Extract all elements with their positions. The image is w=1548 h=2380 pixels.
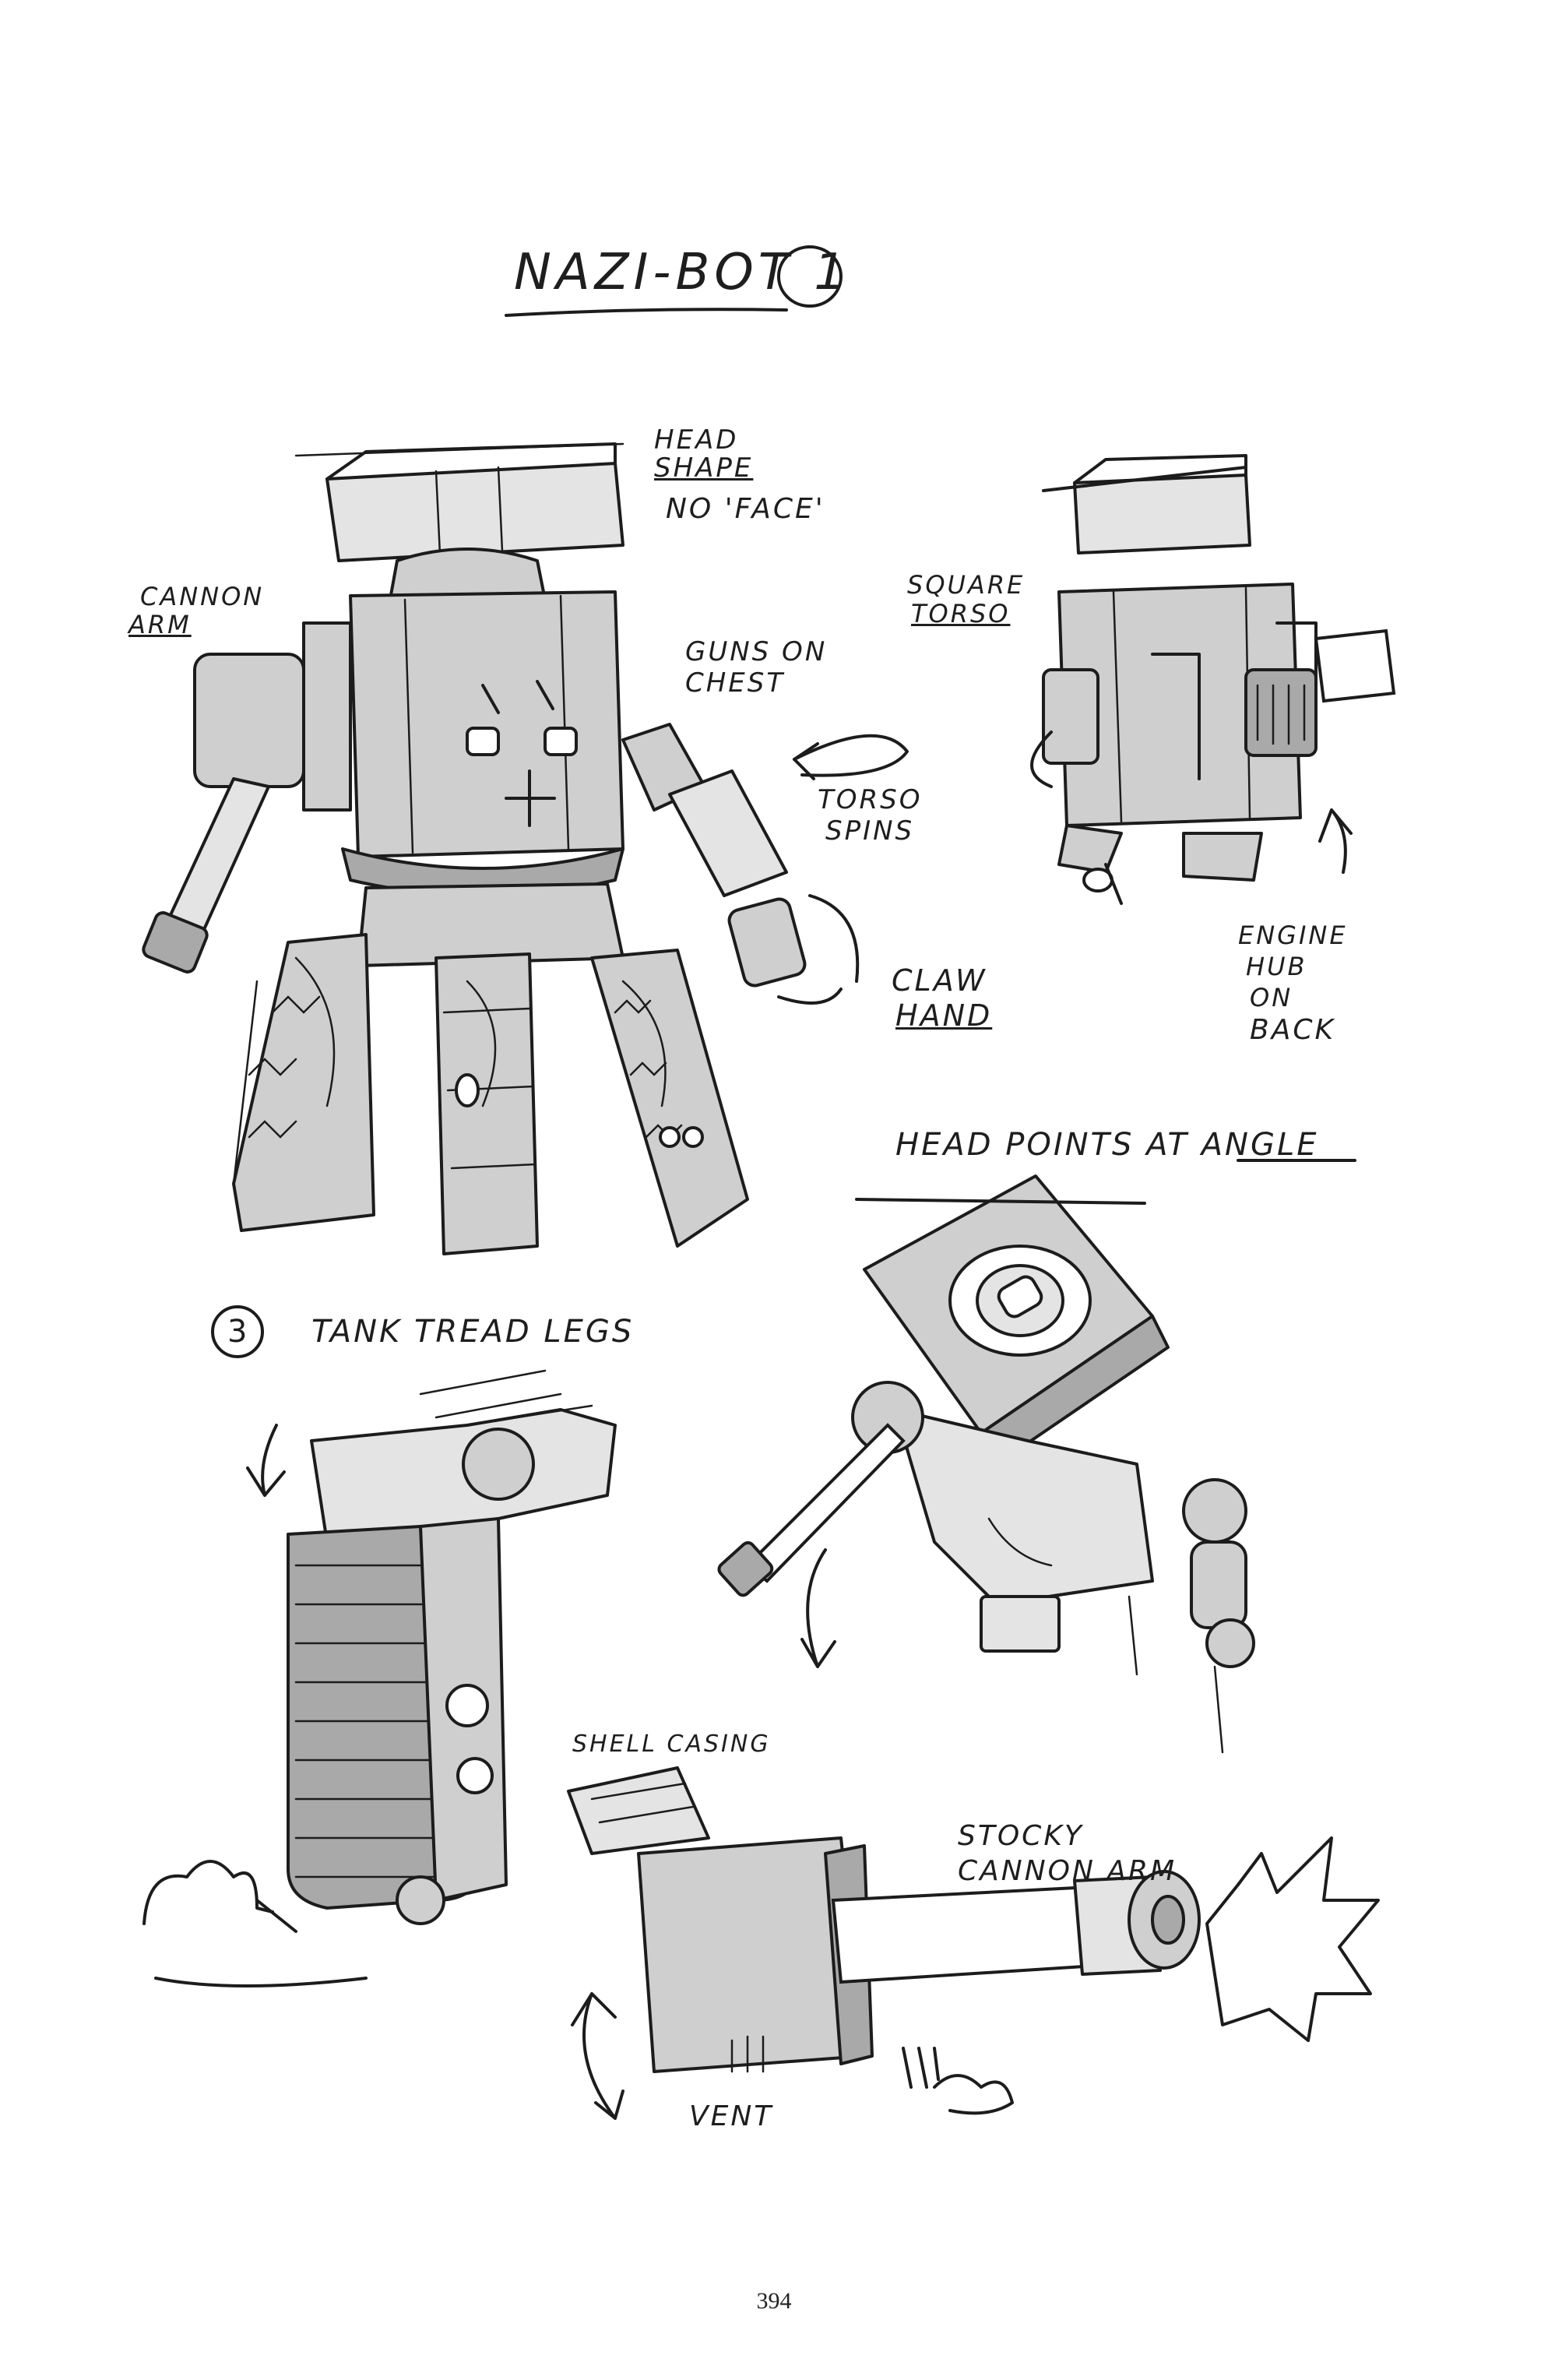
label-head-points-at-angle: HEAD POINTS AT ANGLE <box>895 1127 1319 1163</box>
label-cannon-arm-2: ARM <box>128 610 192 639</box>
title-underline <box>505 308 788 317</box>
label-no-face: NO 'FACE' <box>666 493 825 525</box>
label-engine-hub-3: ON <box>1250 983 1293 1012</box>
torso-spins-arrow <box>793 734 909 777</box>
label-stocky-cannon-2: CANNON ARM <box>958 1855 1177 1887</box>
label-claw-hand-2: HAND <box>895 998 993 1033</box>
label-engine-hub-4: BACK <box>1250 1014 1336 1046</box>
sketch-title: NAZI-BOT 1 <box>514 244 850 301</box>
tank-tread-leg-sketch <box>142 1408 617 1987</box>
label-torso-spins-1: TORSO <box>818 784 923 815</box>
label-engine-hub-1: ENGINE <box>1238 921 1348 950</box>
label-head-shape-2: SHAPE <box>654 452 754 484</box>
robot-front-view <box>142 442 860 1255</box>
page-number: 394 <box>756 2288 792 2314</box>
label-cannon-arm-1: CANNON <box>140 582 265 611</box>
view-number-circle <box>211 1305 264 1358</box>
label-view-number: 3 <box>227 1314 250 1350</box>
label-guns-on-chest-1: GUNS ON <box>685 636 828 667</box>
stocky-cannon-arm-sketch <box>567 1766 1380 2115</box>
engine-hub-arrow <box>1318 808 1353 874</box>
label-stocky-cannon-1: STOCKY <box>958 1820 1084 1852</box>
label-vent: VENT <box>689 2100 774 2132</box>
title-number-circle <box>777 245 843 308</box>
head-swing-arrow <box>800 1548 836 1668</box>
tread-down-arrow <box>246 1424 286 1497</box>
label-guns-on-chest-2: CHEST <box>685 667 786 699</box>
label-engine-hub-2: HUB <box>1246 952 1307 981</box>
label-square-torso-1: SQUARE <box>907 570 1026 600</box>
label-head-shape-1: HEAD <box>654 424 739 456</box>
cannon-rotate-arrow <box>571 1992 624 2120</box>
label-square-torso-2: TORSO <box>911 599 1011 628</box>
label-shell-casing: SHELL CASING <box>572 1730 771 1758</box>
label-claw-hand-1: CLAW <box>892 963 987 998</box>
robot-back-view <box>1030 454 1396 905</box>
robot-angled-head-view <box>717 1174 1255 1754</box>
label-torso-spins-2: SPINS <box>825 815 915 847</box>
label-tank-tread-legs: TANK TREAD LEGS <box>311 1314 635 1350</box>
